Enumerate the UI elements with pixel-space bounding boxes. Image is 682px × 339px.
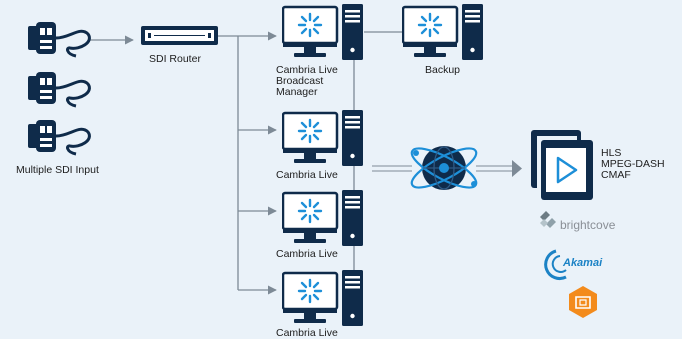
workstation-icon-live-2 <box>282 190 364 246</box>
broadcast-manager-line-3: Manager <box>276 86 318 98</box>
akamai-logo <box>544 249 567 280</box>
output-arrow-head <box>512 160 522 177</box>
backup-label: Backup <box>425 64 461 76</box>
workstation-icon-live-3 <box>282 270 364 326</box>
output-formats-label: HLS MPEG-DASH CMAF <box>601 148 665 181</box>
workstation-icon-manager <box>282 4 364 60</box>
video-files-icon <box>531 130 593 200</box>
format-hls: HLS <box>601 147 622 159</box>
workstation-icon-backup <box>402 4 484 60</box>
workstation-icon-live-1 <box>282 110 364 166</box>
format-mpeg-dash: MPEG-DASH <box>601 158 665 170</box>
cambria-live-1-label: Cambria Live <box>276 169 338 181</box>
cambria-live-3-label: Cambria Live <box>276 327 338 339</box>
sdi-router-label: SDI Router <box>149 53 201 65</box>
akamai-wordmark: Akamai <box>563 257 603 269</box>
sdi-router-icon <box>141 26 218 45</box>
sdi-cable-icon-1 <box>26 20 91 58</box>
sdi-cable-icon-2 <box>26 70 91 108</box>
format-cmaf: CMAF <box>601 169 631 181</box>
brightcove-wordmark: brightcove <box>560 218 616 232</box>
aws-elemental-logo <box>569 286 597 318</box>
broadcast-manager-line-2: Broadcast <box>276 75 324 87</box>
cambria-live-2-label: Cambria Live <box>276 248 338 260</box>
broadcast-manager-line-1: Cambria Live <box>276 64 338 76</box>
globe-network-icon <box>410 146 478 190</box>
multiple-sdi-input-label: Multiple SDI Input <box>16 164 99 176</box>
sdi-cable-icon-3 <box>26 118 91 156</box>
brightcove-logo <box>540 211 556 228</box>
broadcast-manager-label: Cambria Live Broadcast Manager <box>276 65 338 98</box>
